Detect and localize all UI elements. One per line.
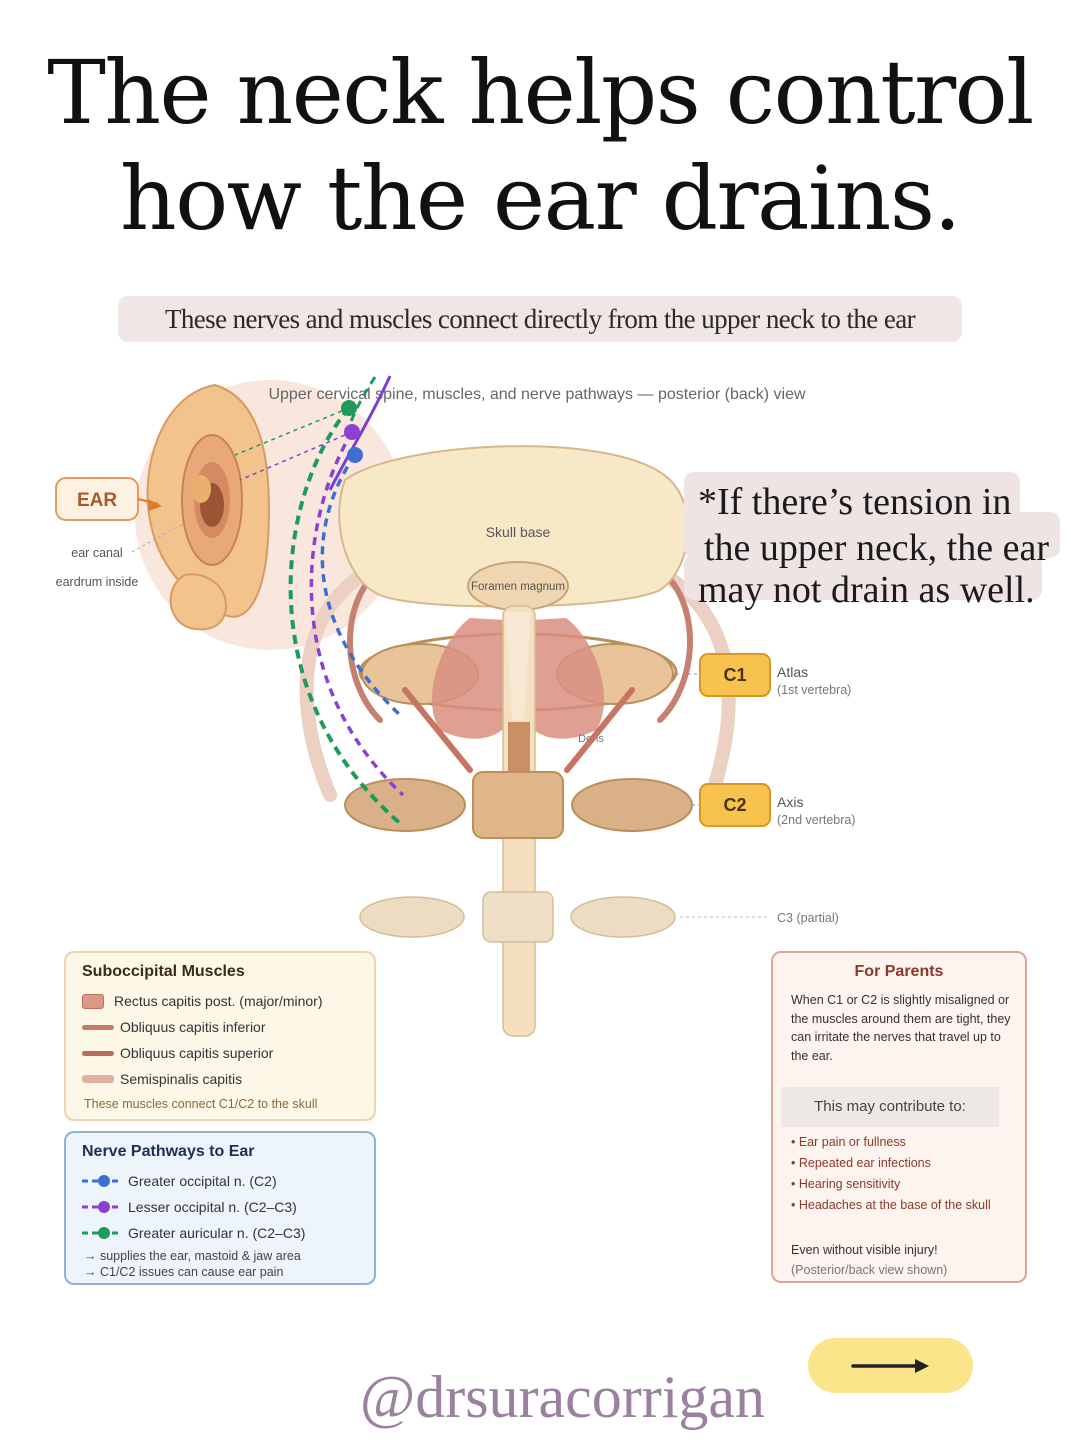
callout-line-2: the upper neck, the ear xyxy=(704,527,1049,569)
skull-base-label: Skull base xyxy=(486,524,551,540)
callout-line-3: may not drain as well. xyxy=(698,569,1035,611)
headline-line-2: how the ear drains. xyxy=(120,147,961,250)
c1-tag-box xyxy=(699,653,771,697)
callout-line-1: *If there’s tension in xyxy=(698,481,1012,523)
c1-name: Atlas xyxy=(777,664,808,680)
c1-sub: (1st vertebra) xyxy=(777,683,851,697)
c2-sub: (2nd vertebra) xyxy=(777,813,856,827)
author-handle: @drsuracorrigan xyxy=(359,1364,766,1430)
legend-item-greater-occipital: Greater occipital n. (C2) xyxy=(82,1173,277,1189)
nerves-legend-note-2: → C1/C2 issues can cause ear pain xyxy=(84,1265,284,1279)
list-item: • Ear pain or fullness xyxy=(791,1135,906,1149)
dens xyxy=(508,722,530,772)
c2-tag-box xyxy=(699,783,771,827)
c1-tag: C1 xyxy=(723,665,746,685)
c3-label: C3 (partial) xyxy=(777,911,839,925)
nerves-legend: Nerve Pathways to Ear Greater occipital … xyxy=(64,1131,376,1285)
nerves-legend-title: Nerve Pathways to Ear xyxy=(82,1143,255,1160)
parents-list: • Ear pain or fullness • Repeated ear in… xyxy=(791,1133,1011,1217)
tension-callout: *If there’s tension in the upper neck, t… xyxy=(684,472,1060,622)
legend-item-semispinalis: Semispinalis capitis xyxy=(82,1071,242,1087)
parents-contrib: This may contribute to: xyxy=(781,1087,999,1127)
arrow-right-icon xyxy=(850,1358,929,1373)
lesser-occipital-dot xyxy=(344,424,360,440)
parents-panel: For Parents When C1 or C2 is slightly mi… xyxy=(771,951,1027,1283)
ear-canal-label: ear canal xyxy=(71,546,122,560)
muscles-legend: Suboccipital Muscles Rectus capitis post… xyxy=(64,951,376,1121)
parents-view: (Posterior/back view shown) xyxy=(791,1263,948,1277)
eardrum-label: eardrum inside xyxy=(56,575,139,589)
anatomy-diagram: Upper cervical spine, muscles, and nerve… xyxy=(55,375,856,1037)
legend-item-rectus: Rectus capitis post. (major/minor) xyxy=(82,993,323,1009)
lesser-occipital-nerve xyxy=(309,431,405,797)
obliquus-inferior-swatch xyxy=(82,1024,114,1030)
ear-label: EAR xyxy=(77,490,117,511)
list-item: • Hearing sensitivity xyxy=(791,1177,901,1191)
parents-even: Even without visible injury! xyxy=(791,1243,938,1257)
diagram-caption: Upper cervical spine, muscles, and nerve… xyxy=(268,386,806,403)
foramen-label: Foramen magnum xyxy=(471,581,565,593)
legend-item-obliquus-inferior: Obliquus capitis inferior xyxy=(82,1019,266,1035)
next-button[interactable] xyxy=(808,1338,973,1393)
parents-body: When C1 or C2 is slightly misaligned or … xyxy=(791,993,1011,1063)
greater-auricular-dot xyxy=(341,400,357,416)
lesser-occipital-swatch xyxy=(82,1201,122,1213)
greater-auricular-swatch xyxy=(82,1227,122,1239)
legend-item-greater-auricular: Greater auricular n. (C2–C3) xyxy=(82,1225,305,1241)
greater-auricular-nerve xyxy=(288,406,404,827)
semispinalis-swatch xyxy=(82,1075,114,1083)
c2-body xyxy=(472,771,564,839)
headline: The neck helps control how the ear drain… xyxy=(0,40,1080,252)
list-item: • Repeated ear infections xyxy=(791,1156,931,1170)
muscles-legend-title: Suboccipital Muscles xyxy=(82,963,245,980)
subtitle: These nerves and muscles connect directl… xyxy=(118,296,962,342)
ear-illustration xyxy=(146,383,270,631)
muscles-legend-note: These muscles connect C1/C2 to the skull xyxy=(84,1097,318,1111)
greater-occipital-swatch xyxy=(82,1175,122,1187)
obliquus-superior-swatch xyxy=(82,1050,114,1056)
legend-item-lesser-occipital: Lesser occipital n. (C2–C3) xyxy=(82,1199,297,1215)
c2-tag: C2 xyxy=(723,795,746,815)
skull-base xyxy=(338,445,690,608)
rectus-swatch xyxy=(82,993,104,1009)
greater-occipital-dot xyxy=(347,447,363,463)
list-item: • Headaches at the base of the skull xyxy=(791,1198,991,1212)
c2-name: Axis xyxy=(777,794,803,810)
nerves-legend-note-1: → supplies the ear, mastoid & jaw area xyxy=(84,1249,301,1263)
parents-title: For Parents xyxy=(854,963,944,980)
greater-occipital-nerve xyxy=(320,454,402,717)
legend-item-obliquus-superior: Obliquus capitis superior xyxy=(82,1045,273,1061)
headline-line-1: The neck helps control xyxy=(47,41,1034,144)
